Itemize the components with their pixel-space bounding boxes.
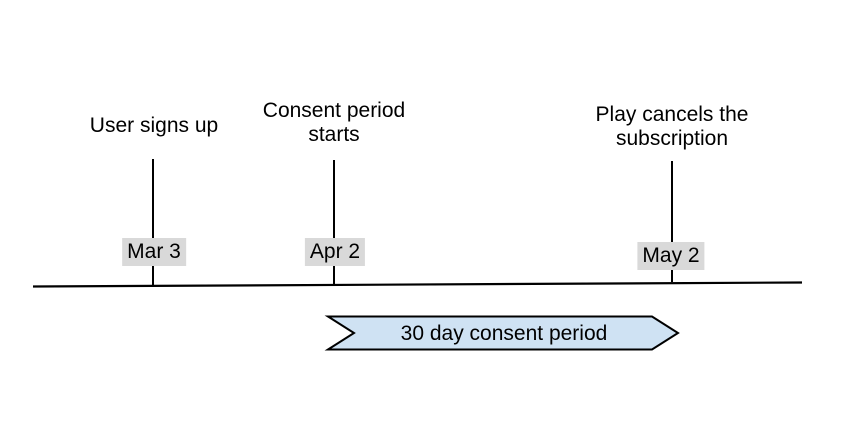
event-label: Consent period starts (262, 99, 406, 146)
date-chip: Mar 3 (122, 238, 186, 266)
event-tick (152, 159, 154, 286)
chevron-shape (324, 315, 680, 351)
date-chip: May 2 (637, 242, 705, 270)
event-label: User signs up (89, 114, 219, 137)
event-tick (333, 160, 335, 284)
consent-period-label: 30 day consent period (400, 322, 608, 345)
event-tick (671, 161, 673, 282)
date-chip: Apr 2 (304, 238, 366, 266)
event-label: Play cancels the subscription (595, 103, 749, 150)
